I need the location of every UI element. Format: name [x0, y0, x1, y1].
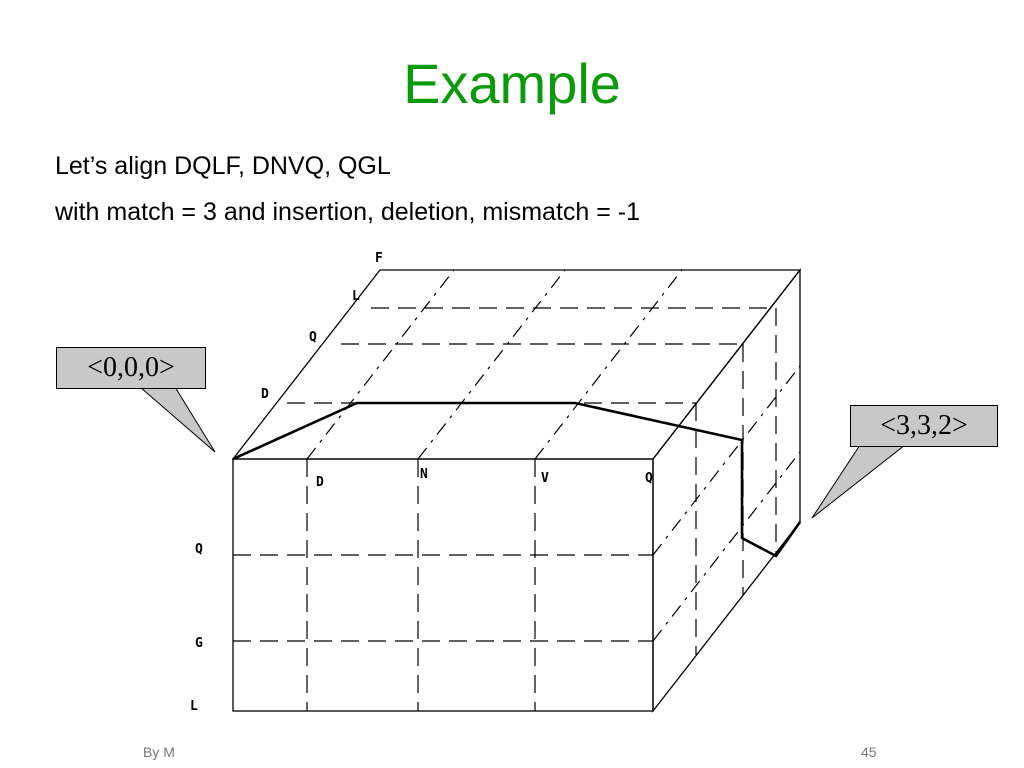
- top-grid-diagonals: [306, 269, 683, 460]
- front-grid-horizontal: [233, 554, 653, 642]
- alignment-path: [232, 401, 802, 558]
- sequences-text: Let’s align DQLF, DNVQ, QGL: [55, 152, 391, 180]
- left-label-g: G: [195, 636, 203, 651]
- depth-label-l: L: [352, 289, 360, 304]
- slide-title: Example: [403, 52, 621, 115]
- left-label-l: L: [190, 699, 198, 714]
- depth-label-q: Q: [309, 330, 317, 345]
- front-label-n: N: [420, 467, 428, 482]
- right-grid-diagonals: [652, 365, 801, 642]
- depth-label-f: F: [375, 251, 383, 266]
- cube-top-face: [231, 269, 802, 460]
- front-label-d: D: [316, 475, 324, 490]
- scoring-text: with match = 3 and insertion, deletion, …: [55, 198, 641, 226]
- left-label-q: Q: [195, 542, 203, 557]
- front-grid-vertical: [306, 459, 536, 711]
- callout-end-pointer: [811, 444, 907, 519]
- cube-right-face: [652, 268, 801, 713]
- depth-label-d: D: [261, 387, 269, 402]
- front-label-q: Q: [645, 471, 653, 486]
- callout-start-pointer: [138, 386, 216, 453]
- top-grid-depth-lines: [287, 307, 776, 404]
- right-grid-vertical: [695, 308, 777, 655]
- callout-start: <0,0,0>: [56, 347, 206, 389]
- front-label-v: V: [541, 471, 549, 486]
- footer-author: By M: [143, 744, 175, 760]
- page-number: 45: [861, 744, 877, 760]
- callout-end: <3,3,2>: [850, 405, 998, 447]
- cube-front-face: [232, 458, 654, 712]
